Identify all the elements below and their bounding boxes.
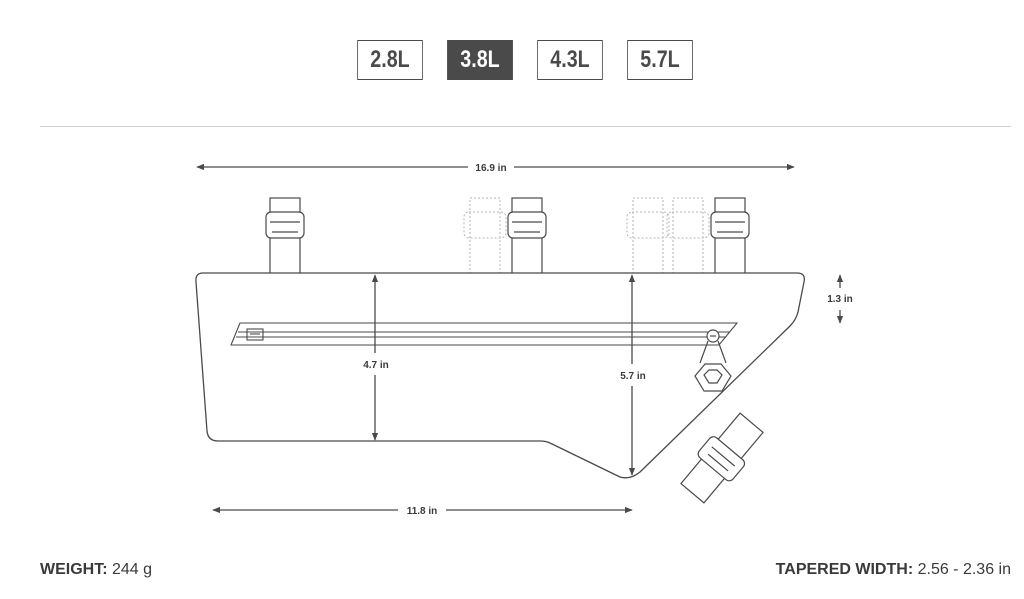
dimension-lines	[196, 163, 844, 514]
ghost-strap	[626, 197, 670, 275]
downtube-strap	[680, 412, 764, 504]
weight-spec: WEIGHT: 244 g	[40, 561, 152, 579]
size-tab-3-8l[interactable]: 3.8L	[447, 40, 513, 80]
strap	[507, 197, 547, 275]
dim-top-length-label: 16.9 in	[475, 163, 506, 174]
dim-taper-height-label: 1.3 in	[827, 294, 853, 305]
tapered-width-value: 2.56 - 2.36 in	[917, 561, 1011, 578]
bag-body	[195, 272, 805, 479]
weight-value: 244 g	[112, 561, 153, 578]
size-tab-2-8l[interactable]: 2.8L	[357, 40, 423, 80]
dim-bottom-length-label: 11.8 in	[407, 506, 438, 517]
size-tab-4-3l[interactable]: 4.3L	[537, 40, 603, 80]
tapered-width-spec: TAPERED WIDTH: 2.56 - 2.36 in	[776, 561, 1011, 579]
ghost-strap	[463, 197, 507, 275]
size-tab-5-7l[interactable]: 5.7L	[627, 40, 693, 80]
tapered-width-label: TAPERED WIDTH:	[775, 561, 914, 578]
dim-front-height-label: 5.7 in	[620, 371, 646, 382]
strap	[710, 197, 750, 275]
ghost-strap	[666, 197, 710, 275]
dim-rear-height-label: 4.7 in	[363, 360, 389, 371]
strap	[265, 197, 305, 275]
weight-label: WEIGHT:	[40, 561, 108, 578]
zipper-pull	[694, 329, 732, 392]
divider	[40, 126, 1011, 127]
